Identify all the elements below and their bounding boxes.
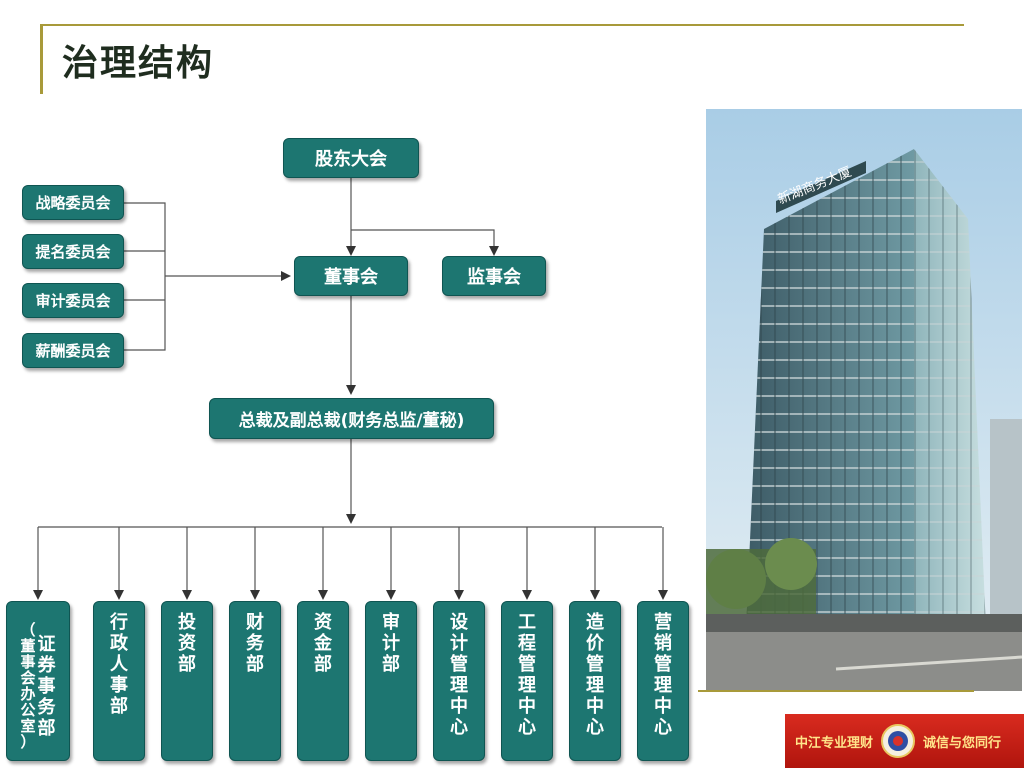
department-char: 销 bbox=[654, 633, 672, 654]
department-label: 证券事务部 bbox=[38, 634, 56, 739]
department-char: 心 bbox=[518, 717, 536, 738]
department-char: 金 bbox=[314, 633, 332, 654]
department-char: 会 bbox=[20, 669, 36, 687]
department-char: 程 bbox=[518, 633, 536, 654]
page-title: 治理结构 bbox=[62, 43, 215, 84]
building-photo: 新湖商务大厦 bbox=[706, 109, 1022, 691]
nomination-committee-node: 提名委员会 bbox=[22, 234, 124, 269]
department-finance-node: 财务部 bbox=[229, 601, 281, 761]
department-char: 事 bbox=[37, 675, 56, 697]
department-char: 事 bbox=[20, 653, 36, 671]
department-char: 计 bbox=[450, 633, 468, 654]
shareholders-meeting-node: 股东大会 bbox=[283, 138, 419, 178]
title-rule bbox=[40, 24, 964, 26]
department-investment-node: 投资部 bbox=[161, 601, 213, 761]
president-node: 总裁及副总裁(财务总监/董秘) bbox=[209, 398, 494, 439]
department-audit-node: 审计部 bbox=[365, 601, 417, 761]
department-admin-hr-node: 行政人事部 bbox=[93, 601, 145, 761]
banner-right-text: 诚信与您同行 bbox=[923, 735, 1002, 751]
department-note-office: （董事会办公室） bbox=[20, 622, 35, 750]
department-char: 设 bbox=[450, 612, 468, 633]
department-char: 董 bbox=[20, 637, 36, 655]
department-char: 心 bbox=[450, 717, 468, 738]
company-logo-icon bbox=[881, 724, 916, 758]
department-char: 管 bbox=[654, 654, 672, 675]
department-marketing-node: 营销管理中心 bbox=[637, 601, 689, 761]
department-char: 行 bbox=[110, 612, 128, 633]
department-char: 部 bbox=[178, 654, 196, 675]
department-char: 营 bbox=[654, 612, 672, 633]
department-char: 理 bbox=[586, 675, 604, 696]
department-char: 心 bbox=[654, 717, 672, 738]
department-design-node: 设计管理中心 bbox=[433, 601, 485, 761]
department-char: 管 bbox=[586, 654, 604, 675]
department-char: 资 bbox=[314, 612, 332, 633]
department-char: 办 bbox=[20, 685, 36, 703]
department-char: 中 bbox=[586, 696, 604, 717]
department-char: 投 bbox=[178, 612, 196, 633]
department-char: 财 bbox=[246, 612, 264, 633]
department-char: 公 bbox=[20, 701, 36, 719]
department-drops bbox=[33, 527, 668, 600]
department-cost-node: 造价管理中心 bbox=[569, 601, 621, 761]
department-char: ） bbox=[20, 733, 36, 751]
board-of-supervisors-node: 监事会 bbox=[442, 256, 546, 296]
department-char: 管 bbox=[518, 654, 536, 675]
department-char: 理 bbox=[654, 675, 672, 696]
strategy-committee-node: 战略委员会 bbox=[22, 185, 124, 220]
department-char: 理 bbox=[518, 675, 536, 696]
department-char: 人 bbox=[110, 654, 128, 675]
department-char: 部 bbox=[246, 654, 264, 675]
department-char: 中 bbox=[518, 696, 536, 717]
department-char: 心 bbox=[586, 717, 604, 738]
department-securities-node: （董事会办公室） 证券事务部 bbox=[6, 601, 70, 761]
department-char: 中 bbox=[450, 696, 468, 717]
banner-left-text: 中江专业理财 bbox=[795, 735, 874, 751]
department-char: 务 bbox=[37, 696, 56, 718]
department-treasury-node: 资金部 bbox=[297, 601, 349, 761]
title-bar bbox=[40, 24, 43, 94]
compensation-committee-node: 薪酬委员会 bbox=[22, 333, 124, 368]
department-char: 部 bbox=[37, 717, 56, 739]
department-char: 中 bbox=[654, 696, 672, 717]
department-char: 价 bbox=[586, 633, 604, 654]
department-char: 券 bbox=[37, 654, 56, 676]
connector-committee-bracket bbox=[124, 202, 166, 351]
department-char: 室 bbox=[20, 717, 36, 735]
department-char: 计 bbox=[382, 633, 400, 654]
department-char: 管 bbox=[450, 654, 468, 675]
connector-shareholders-supervisors bbox=[351, 229, 499, 256]
footer-banner: 中江专业理财 诚信与您同行 bbox=[785, 714, 1024, 768]
department-char: 证 bbox=[37, 633, 56, 655]
department-char: 造 bbox=[586, 612, 604, 633]
department-char: （ bbox=[20, 621, 36, 639]
department-char: 务 bbox=[246, 633, 264, 654]
department-char: 政 bbox=[110, 633, 128, 654]
department-char: 审 bbox=[382, 612, 400, 633]
department-engineering-node: 工程管理中心 bbox=[501, 601, 553, 761]
department-char: 理 bbox=[450, 675, 468, 696]
department-char: 资 bbox=[178, 633, 196, 654]
department-char: 部 bbox=[110, 696, 128, 717]
board-of-directors-node: 董事会 bbox=[294, 256, 408, 296]
audit-committee-node: 审计委员会 bbox=[22, 283, 124, 318]
photo-underline bbox=[698, 690, 974, 692]
department-char: 工 bbox=[518, 612, 536, 633]
department-char: 部 bbox=[314, 654, 332, 675]
department-char: 事 bbox=[110, 675, 128, 696]
department-char: 部 bbox=[382, 654, 400, 675]
